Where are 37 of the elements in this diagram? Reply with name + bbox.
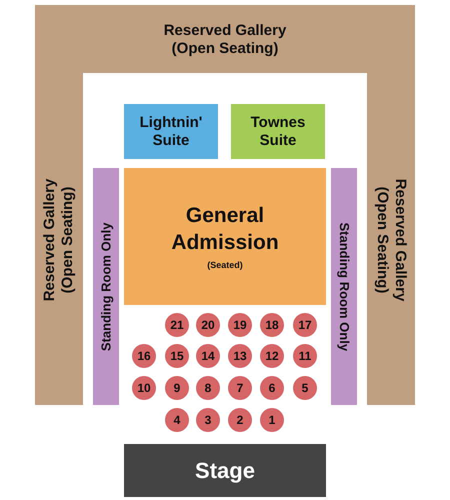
- table-seat: 21: [165, 313, 189, 337]
- section-label: Standing Room Only: [336, 222, 352, 351]
- table-seat: 17: [293, 313, 317, 337]
- section-label: General Admission: [170, 203, 280, 256]
- table-seat: 20: [196, 313, 220, 337]
- standing-room-section: [331, 168, 357, 405]
- table-seat: 13: [228, 344, 252, 368]
- section-note: (Seated): [207, 260, 243, 270]
- section-label: Reserved Gallery (Open Seating): [41, 178, 77, 304]
- table-seat: 3: [196, 408, 220, 432]
- table-seat: 11: [293, 344, 317, 368]
- section-label: Townes Suite: [250, 114, 306, 150]
- standing-room-section: [93, 168, 119, 405]
- suite-section: [124, 104, 218, 159]
- table-seat: 1: [260, 408, 284, 432]
- table-seat: 18: [260, 313, 284, 337]
- table-seat: 15: [165, 344, 189, 368]
- section-label: Lightnin' Suite: [138, 114, 204, 150]
- table-seat: 5: [293, 376, 317, 400]
- section-label: Reserved Gallery (Open Seating): [373, 178, 409, 304]
- table-seat: 2: [228, 408, 252, 432]
- table-seat: 12: [260, 344, 284, 368]
- table-seat: 6: [260, 376, 284, 400]
- suite-section: [231, 104, 325, 159]
- table-seat: 14: [196, 344, 220, 368]
- section-label: Reserved Gallery (Open Seating): [162, 22, 288, 58]
- table-seat: 8: [196, 376, 220, 400]
- table-seat: 16: [132, 344, 156, 368]
- table-seat: 4: [165, 408, 189, 432]
- table-seat: 7: [228, 376, 252, 400]
- table-seat: 19: [228, 313, 252, 337]
- reserved-gallery-section: [35, 5, 415, 405]
- section-label: Standing Room Only: [98, 222, 114, 351]
- table-seat: 10: [132, 376, 156, 400]
- stage: Stage: [124, 444, 326, 497]
- table-seat: 9: [165, 376, 189, 400]
- general-admission-section: [124, 168, 326, 305]
